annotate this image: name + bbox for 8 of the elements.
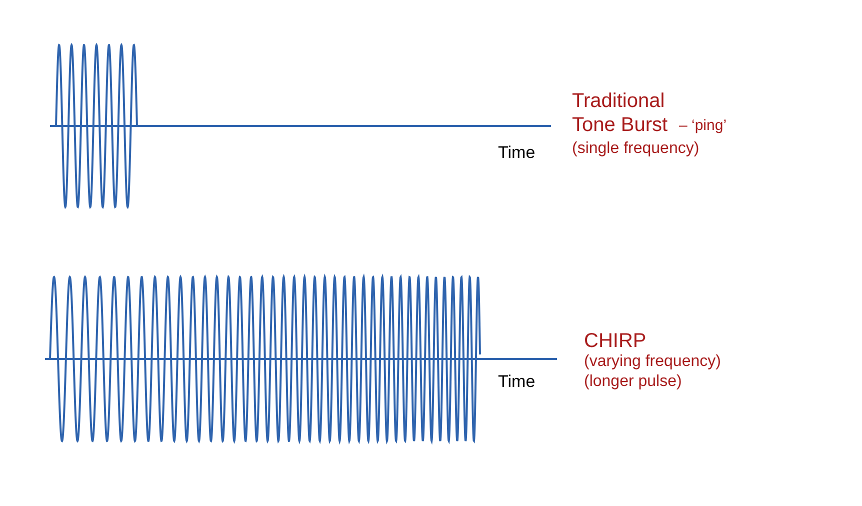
time-axis-label: Time bbox=[498, 142, 536, 163]
signal-description: (single frequency) bbox=[572, 139, 700, 158]
time-axis-label: Time bbox=[498, 371, 536, 392]
signal-nickname: – ‘ping’ bbox=[679, 117, 727, 135]
signal-description: (varying frequency) bbox=[584, 352, 721, 371]
signal-title: CHIRP bbox=[584, 329, 646, 353]
signal-description: (longer pulse) bbox=[584, 372, 682, 391]
signal-title: Traditional Tone Burst bbox=[572, 89, 669, 137]
